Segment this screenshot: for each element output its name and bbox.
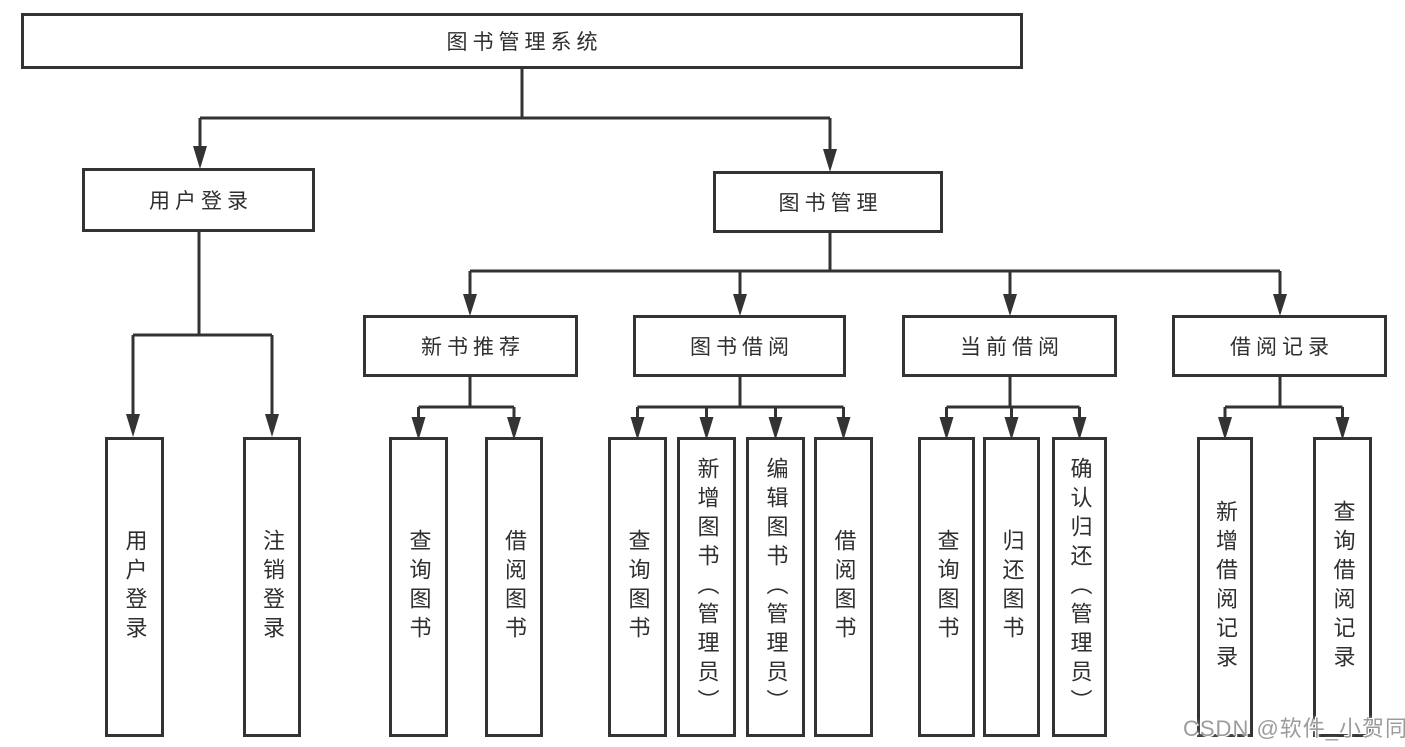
arrow-icon [411,417,426,440]
arrow-icon [768,417,783,440]
node-label: 编辑图书（管理员） [763,456,789,718]
node-library-management-system: 图书管理系统 [21,13,1023,69]
connector-book-management-branch [468,233,1282,296]
node-label: 新增图书（管理员） [694,456,720,718]
node-user-login: 用户登录 [82,168,315,232]
arrow-icon [126,414,140,437]
node-book-borrowing: 图书借阅 [633,315,846,377]
node-label: 查询图书 [934,529,960,645]
leaf-logout: 注销登录 [243,437,301,737]
leaf-borrow-books-recommend: 借阅图书 [485,437,543,737]
leaf-query-books-current: 查询图书 [918,437,975,737]
leaf-add-books-admin: 新增图书（管理员） [677,437,736,737]
arrowheads [126,146,1350,440]
node-current-borrowing: 当前借阅 [902,315,1117,377]
leaf-confirm-return-admin: 确认归还（管理员） [1052,437,1107,737]
arrow-icon [1004,417,1019,440]
arrow-icon [1072,417,1087,440]
connector-new-book-branch [417,377,516,419]
node-label: 新书推荐 [421,336,525,359]
node-label: 借阅记录 [1230,336,1334,359]
node-book-management: 图书管理 [713,171,943,233]
node-new-book-recommendation: 新书推荐 [363,315,578,377]
node-label: 图书管理系统 [446,31,603,54]
node-label: 查询图书 [625,529,651,645]
leaf-query-borrow-record: 查询借阅记录 [1313,437,1372,737]
arrow-icon [507,417,521,440]
node-label: 借阅图书 [831,529,857,645]
node-label: 查询借阅记录 [1330,500,1356,674]
node-label: 用户登录 [122,529,148,645]
arrow-icon [463,294,477,316]
node-label: 归还图书 [999,529,1025,645]
csdn-watermark: CSDN @软件_小贺同学 [1183,716,1405,741]
node-label: 借阅图书 [502,529,527,645]
arrow-icon [699,417,714,440]
node-label: 当前借阅 [960,336,1064,359]
leaf-user-login: 用户登录 [105,437,164,737]
node-label: 图书管理 [778,192,883,215]
arrow-icon [1218,417,1232,440]
leaf-query-books-borrowing: 查询图书 [608,437,667,737]
leaf-return-books: 归还图书 [983,437,1040,737]
connector-root-to-level2 [198,69,832,151]
node-label: 用户登录 [149,190,253,213]
arrow-icon [630,417,645,440]
node-label: 注销登录 [260,529,285,645]
leaf-edit-books-admin: 编辑图书（管理员） [746,437,805,737]
arrow-icon [823,149,837,172]
leaf-add-borrow-record: 新增借阅记录 [1197,437,1253,737]
node-label: 图书借阅 [690,336,794,359]
arrow-icon [265,414,279,437]
node-label: 查询图书 [406,529,432,645]
arrow-icon [1003,294,1017,316]
connector-current-borrowing-branch [945,377,1081,419]
arrow-icon [1273,294,1287,316]
arrow-icon [193,146,207,169]
arrow-icon [939,417,954,440]
node-borrowing-records: 借阅记录 [1172,315,1387,377]
leaf-borrow-books-borrowing: 借阅图书 [814,437,873,737]
connector-user-login-branch [131,232,274,416]
node-label: 新增借阅记录 [1213,500,1238,674]
connector-book-borrowing-branch [636,377,845,419]
arrow-icon [733,294,747,316]
arrow-icon [1335,417,1350,440]
node-label: 确认归还（管理员） [1067,456,1093,718]
arrow-icon [836,417,851,440]
connector-borrow-records-branch [1223,377,1344,419]
leaf-query-books-recommend: 查询图书 [389,437,448,737]
